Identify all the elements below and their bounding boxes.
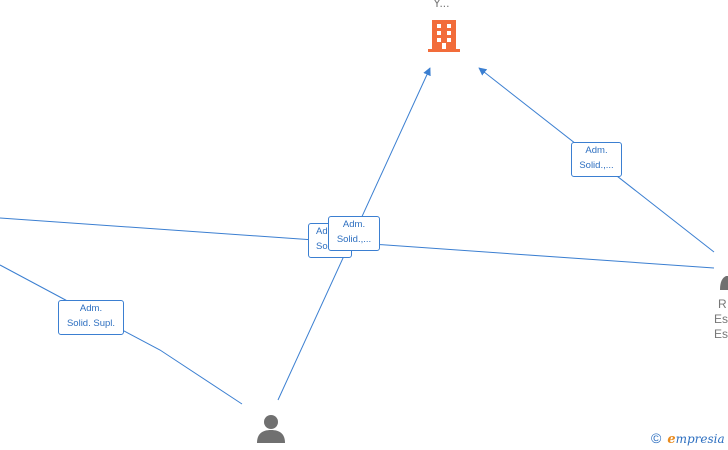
- brand-logo: ©empresia: [651, 430, 725, 447]
- edge-label-left-to-person[interactable]: Adm. Solid. Supl.: [58, 300, 124, 335]
- copyright-icon: ©: [651, 430, 662, 446]
- edge-left-to-bottom-person: [0, 264, 243, 405]
- person-icon[interactable]: [256, 414, 286, 444]
- building-icon[interactable]: [428, 18, 462, 54]
- edge-label-right-to-company[interactable]: Adm. Solid.,...: [571, 142, 622, 177]
- person-icon[interactable]: [720, 276, 728, 290]
- right-person-node-label[interactable]: R Es Es: [714, 297, 728, 341]
- edge-label-person-to-company[interactable]: Adm. Solid.,...: [328, 216, 380, 251]
- company-node-label[interactable]: Y...: [433, 0, 450, 10]
